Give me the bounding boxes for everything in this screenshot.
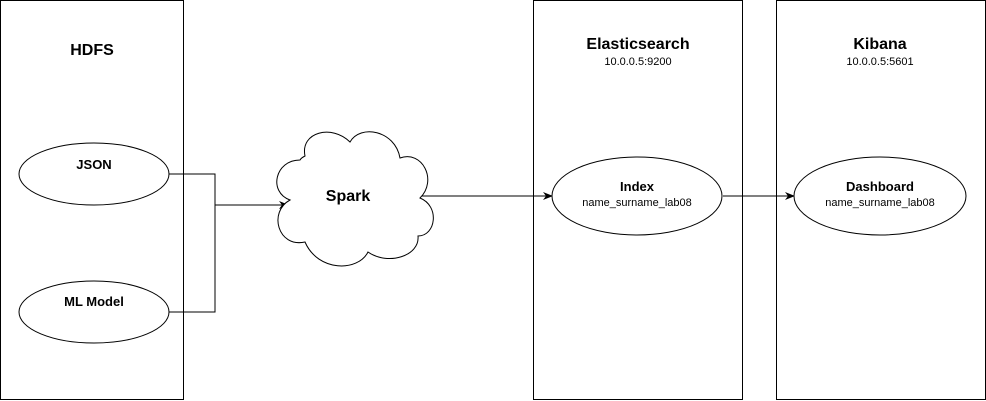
index-node[interactable]: Index name_surname_lab08 [551,156,723,236]
spark-node[interactable]: Spark [276,131,434,267]
kibana-title: Kibana [853,36,906,53]
json-to-merge-connector [169,173,216,205]
kibana-address: 10.0.0.5:5601 [846,56,913,68]
dashboard-label: Dashboard [846,179,914,194]
dashboard-name: name_surname_lab08 [825,197,934,209]
elasticsearch-address: 10.0.0.5:9200 [604,56,671,68]
elasticsearch-title: Elasticsearch [586,36,689,53]
ml-model-label: ML Model [64,294,124,309]
index-label: Index [620,179,655,194]
json-node[interactable]: JSON [18,142,170,206]
spark-label: Spark [326,188,371,205]
dashboard-node[interactable]: Dashboard name_surname_lab08 [793,156,967,236]
ml-model-node[interactable]: ML Model [18,280,170,344]
mlmodel-to-merge-connector [169,205,216,313]
index-name: name_surname_lab08 [582,197,691,209]
hdfs-title: HDFS [70,42,114,59]
connectors [169,173,795,313]
json-label: JSON [76,157,111,172]
spark-cloud-shape [276,131,434,267]
